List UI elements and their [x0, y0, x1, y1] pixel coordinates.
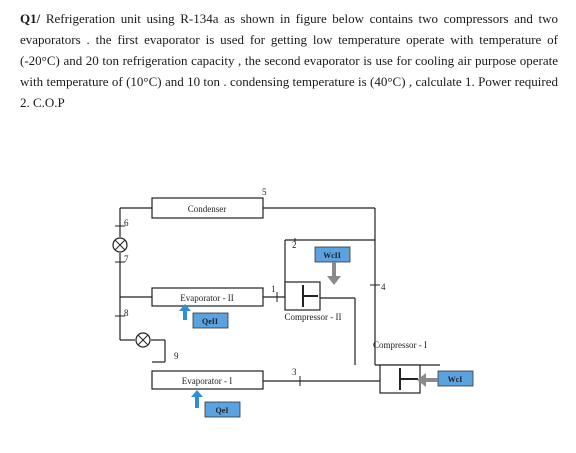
- state-point-8: 8: [124, 308, 129, 318]
- question-body: Refrigeration unit using R-134a as shown…: [20, 11, 559, 110]
- heat-2-label: QeII: [202, 317, 218, 326]
- expansion-valve-2: [135, 332, 151, 348]
- question-number: Q1/: [20, 11, 41, 26]
- state-point-3: 3: [292, 367, 297, 377]
- compressor-2: [284, 281, 321, 311]
- state-point-7: 7: [124, 254, 129, 264]
- heat-2-arrow-icon: [179, 304, 191, 320]
- compressor-2-label: Compressor - II: [285, 312, 342, 322]
- compressor-1: [379, 364, 421, 394]
- heat-1-box: [204, 401, 241, 418]
- heat-1-label: QeI: [216, 406, 229, 415]
- state-point-ticks: [115, 198, 380, 386]
- heat-2-box: [192, 312, 229, 329]
- expansion-valve-1: [112, 237, 128, 253]
- evaporator-2-label: Evaporator - II: [180, 293, 233, 303]
- state-point-1: 1: [271, 284, 276, 294]
- work-1-arrow-icon: [417, 373, 438, 387]
- state-point-6: 6: [124, 218, 129, 228]
- work-2-arrow-icon: [327, 262, 341, 285]
- work-1-label: WcI: [448, 375, 463, 384]
- state-point-9: 9: [174, 351, 179, 361]
- work-2-label: WcII: [323, 251, 341, 260]
- evaporator-1-label: Evaporator - I: [182, 376, 232, 386]
- condenser-label: Condenser: [188, 204, 227, 214]
- evaporator-1-box: [151, 370, 264, 390]
- state-point-4: 4: [381, 282, 386, 292]
- state-point-2: 2: [292, 240, 297, 250]
- question-text-block: Q1/ Refrigeration unit using R-134a as s…: [20, 8, 558, 113]
- compressor-1-label: Compressor - I: [373, 340, 427, 350]
- heat-1-arrow-icon: [191, 390, 203, 408]
- state-point-5: 5: [262, 187, 267, 197]
- evaporator-2-box: [151, 287, 264, 307]
